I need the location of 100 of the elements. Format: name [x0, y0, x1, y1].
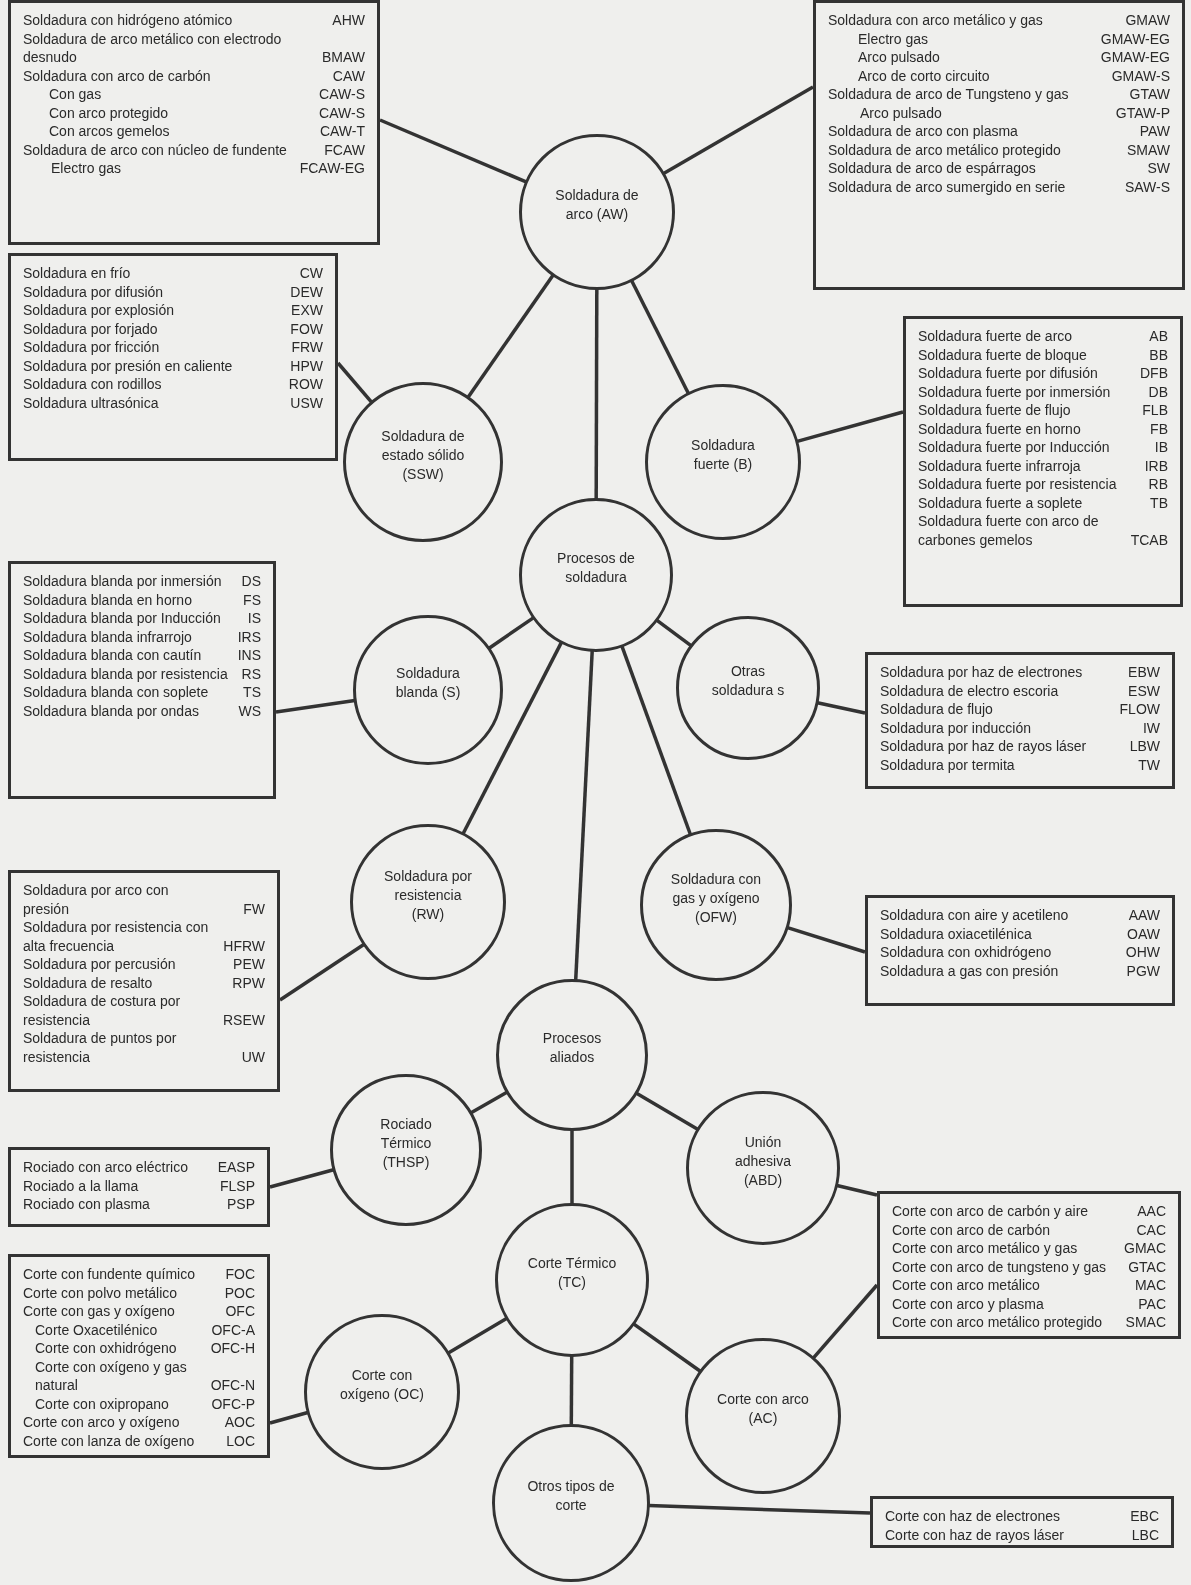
- process-name: Soldadura blanda infrarrojo: [23, 627, 193, 646]
- connector-line: [570, 1130, 574, 1204]
- connector-line: [836, 1183, 878, 1197]
- process-name: Soldadura de arco de Tungsteno y gas: [828, 85, 1070, 104]
- connector-line: [488, 616, 535, 650]
- process-code: AB: [1148, 327, 1168, 346]
- process-code: AHW: [331, 11, 365, 30]
- process-name: Con arcos gemelos: [48, 122, 171, 141]
- process-code: PSP: [226, 1195, 255, 1214]
- process-code: PGW: [1125, 961, 1160, 980]
- process-list-box: [8, 0, 380, 245]
- process-code: SMAC: [1124, 1313, 1166, 1332]
- process-code: RB: [1147, 475, 1168, 494]
- process-name: Soldadura de puntos por resistencia: [23, 1029, 178, 1066]
- connector-line: [336, 361, 373, 404]
- connector-line: [632, 1322, 702, 1373]
- process-name: Soldadura fuerte de flujo: [918, 401, 1072, 420]
- process-code: DS: [240, 572, 261, 591]
- process-code: FRW: [290, 338, 323, 357]
- connector-line: [466, 274, 555, 399]
- process-name: Corte con arco de carbón y aire: [892, 1202, 1090, 1221]
- process-name: Soldadura con hidrógeno atómico: [23, 11, 234, 30]
- connector-line: [662, 85, 814, 175]
- process-code: FLSP: [219, 1176, 255, 1195]
- process-name: Corte con oxipropano: [34, 1394, 170, 1413]
- process-code: PAC: [1137, 1294, 1166, 1313]
- process-name: Corte Oxacetilénico: [34, 1320, 159, 1339]
- process-code: GMAW-EG: [1100, 48, 1170, 67]
- process-code: USW: [289, 393, 323, 412]
- process-name: Corte con arco de tungsteno y gas: [892, 1257, 1108, 1276]
- process-code: LBW: [1128, 737, 1160, 756]
- process-name: Corte con arco metálico: [892, 1276, 1041, 1295]
- category-label: Unión adhesiva (ABD): [733, 1132, 792, 1190]
- process-code: EBC: [1130, 1507, 1159, 1526]
- process-name: Soldadura con arco metálico y gas: [828, 11, 1044, 30]
- process-name: Soldadura fuerte a soplete: [918, 493, 1084, 512]
- process-code: LBC: [1130, 1525, 1159, 1544]
- process-code: OFC-H: [210, 1339, 255, 1358]
- process-name: Soldadura de arco metálico protegido: [828, 140, 1062, 159]
- process-name: Soldadura por resistencia con alta frecuencia: [23, 918, 210, 955]
- process-code: BB: [1148, 345, 1168, 364]
- process-code: OFC: [224, 1302, 255, 1321]
- process-name: Soldadura a gas con presión: [880, 961, 1060, 980]
- process-code: OAW: [1126, 924, 1160, 943]
- category-label: Corte con oxígeno (OC): [338, 1366, 425, 1404]
- process-code: EBW: [1127, 663, 1160, 682]
- category-label: Procesos de soldadura: [556, 549, 636, 587]
- connector-line: [635, 1091, 699, 1131]
- process-name: Rociado a la llama: [23, 1176, 140, 1195]
- category-label: Soldadura de arco (AW): [554, 186, 640, 224]
- process-code: IW: [1141, 718, 1160, 737]
- process-name: Soldadura blanda por Inducción: [23, 609, 222, 628]
- category-label: Corte con arco (AC): [716, 1390, 810, 1428]
- process-code: FW: [242, 899, 265, 918]
- process-name: Soldadura de arco de espárragos: [828, 159, 1037, 178]
- process-name: Soldadura por fricción: [23, 338, 161, 357]
- process-code: AAC: [1136, 1202, 1166, 1221]
- process-name: Con gas: [48, 85, 103, 104]
- process-code: AAW: [1127, 906, 1160, 925]
- process-code: LOC: [225, 1431, 255, 1450]
- process-code: OFC-A: [210, 1320, 255, 1339]
- process-list-box: [877, 1191, 1181, 1339]
- process-name: Corte con arco y oxígeno: [23, 1413, 181, 1432]
- process-list-box: [813, 0, 1185, 290]
- process-list-box: [8, 1147, 270, 1227]
- process-name: Rociado con plasma: [23, 1195, 151, 1214]
- process-list-box: [8, 253, 338, 461]
- process-code: FCAW: [323, 140, 365, 159]
- connector-line: [786, 925, 866, 954]
- connector-line: [379, 118, 527, 184]
- process-code: IB: [1153, 438, 1168, 457]
- process-code: OHW: [1125, 943, 1160, 962]
- category-label: Otros tipos de corte: [526, 1477, 616, 1515]
- process-list-box: [8, 561, 276, 799]
- process-name: Arco pulsado: [859, 103, 943, 122]
- process-name: Soldadura blanda con cautín: [23, 646, 203, 665]
- process-name: Electro gas: [857, 29, 930, 48]
- process-name: Soldadura de flujo: [880, 700, 994, 719]
- process-name: Soldadura blanda por ondas: [23, 701, 200, 720]
- process-code: FLB: [1141, 401, 1168, 420]
- connector-line: [279, 943, 365, 1002]
- process-code: INS: [237, 646, 261, 665]
- connector-line: [470, 1090, 508, 1115]
- category-label: Soldadura por resistencia (RW): [383, 866, 473, 924]
- process-name: Corte con arco de carbón: [892, 1220, 1051, 1239]
- process-name: Soldadura fuerte por resistencia: [918, 475, 1118, 494]
- process-name: Con arco protegido: [48, 103, 170, 122]
- process-code: GTAC: [1127, 1257, 1166, 1276]
- process-name: Corte con oxhidrógeno: [34, 1339, 178, 1358]
- process-name: Corte con lanza de oxígeno: [23, 1431, 196, 1450]
- category-label: Soldadura con gas y oxígeno (OFW): [669, 869, 763, 927]
- process-name: Corte con oxígeno y gas natural: [34, 1357, 188, 1395]
- process-code: CAW-S: [318, 103, 365, 122]
- process-list-box: [870, 1496, 1174, 1548]
- process-name: Soldadura por percusión: [23, 955, 177, 974]
- process-name: Soldadura blanda en horno: [23, 590, 193, 609]
- category-label: Soldadura de estado sólido (SSW): [380, 426, 466, 484]
- process-code: HPW: [289, 356, 323, 375]
- process-code: DFB: [1139, 364, 1168, 383]
- process-name: Soldadura de costura por resistencia: [23, 992, 182, 1029]
